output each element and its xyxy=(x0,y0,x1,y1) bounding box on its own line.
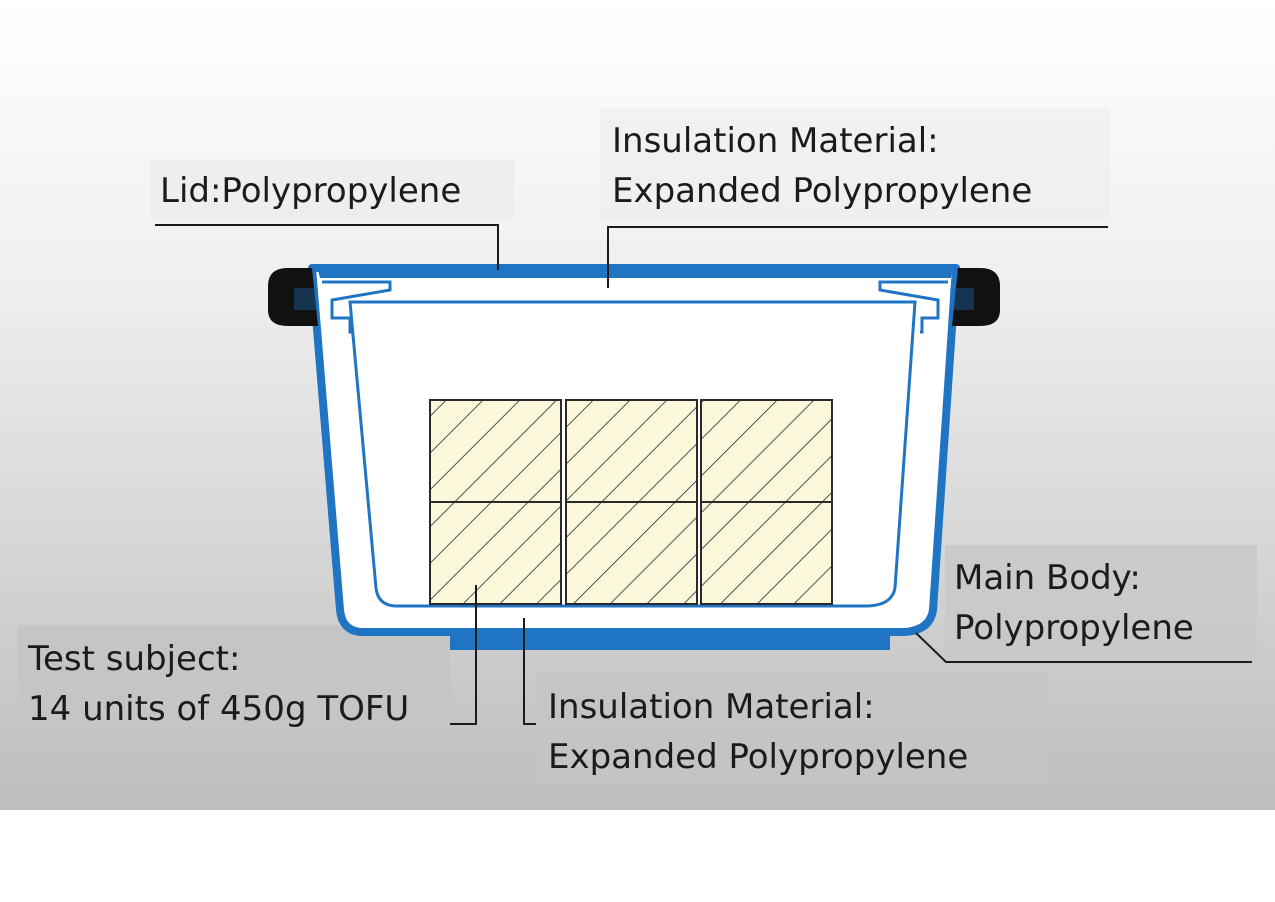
tofu-block xyxy=(429,501,562,605)
label-box-insulation-top xyxy=(600,108,1110,220)
tofu-block xyxy=(565,501,698,605)
label-box-insulation-bottom xyxy=(537,672,1047,784)
tofu-blocks xyxy=(429,399,833,605)
leader-line-test-subject xyxy=(450,585,477,725)
label-insulation-top-line1: Insulation Material: xyxy=(612,121,939,161)
leader-line-insulation-top xyxy=(607,226,1108,288)
handle-left-clip xyxy=(294,288,318,310)
label-lid: Lid:Polypropylene xyxy=(160,171,461,211)
label-main-body-line2: Polypropylene xyxy=(954,608,1194,648)
handle-left xyxy=(268,268,318,326)
tofu-block xyxy=(429,399,562,503)
lid-rim-detail-right xyxy=(878,280,948,334)
leader-line-lid xyxy=(155,224,499,270)
leader-lines xyxy=(155,224,1252,725)
label-box-main-body xyxy=(945,545,1257,657)
handle-right xyxy=(952,268,1000,326)
label-box-lid xyxy=(150,160,515,218)
label-test-subject-line2: 14 units of 450g TOFU xyxy=(28,689,409,729)
label-insulation-top-line2: Expanded Polypropylene xyxy=(612,171,1032,211)
label-box-test-subject xyxy=(18,625,450,737)
leader-line-insulation-bottom xyxy=(523,618,536,725)
tofu-block xyxy=(700,501,833,605)
handle-right-clip xyxy=(950,288,974,310)
lid-band xyxy=(318,270,952,278)
label-main-body-line1: Main Body: xyxy=(954,558,1141,598)
label-insulation-bottom-line1: Insulation Material: xyxy=(548,687,875,727)
tofu-block xyxy=(700,399,833,503)
leader-line-main-body xyxy=(915,632,1252,663)
lid-rim-detail xyxy=(322,280,392,334)
label-test-subject-line1: Test subject: xyxy=(27,639,240,679)
label-insulation-bottom-line2: Expanded Polypropylene xyxy=(548,737,968,777)
tofu-block xyxy=(565,399,698,503)
body-base-strip xyxy=(450,632,890,650)
background-white-footer xyxy=(0,810,1275,902)
